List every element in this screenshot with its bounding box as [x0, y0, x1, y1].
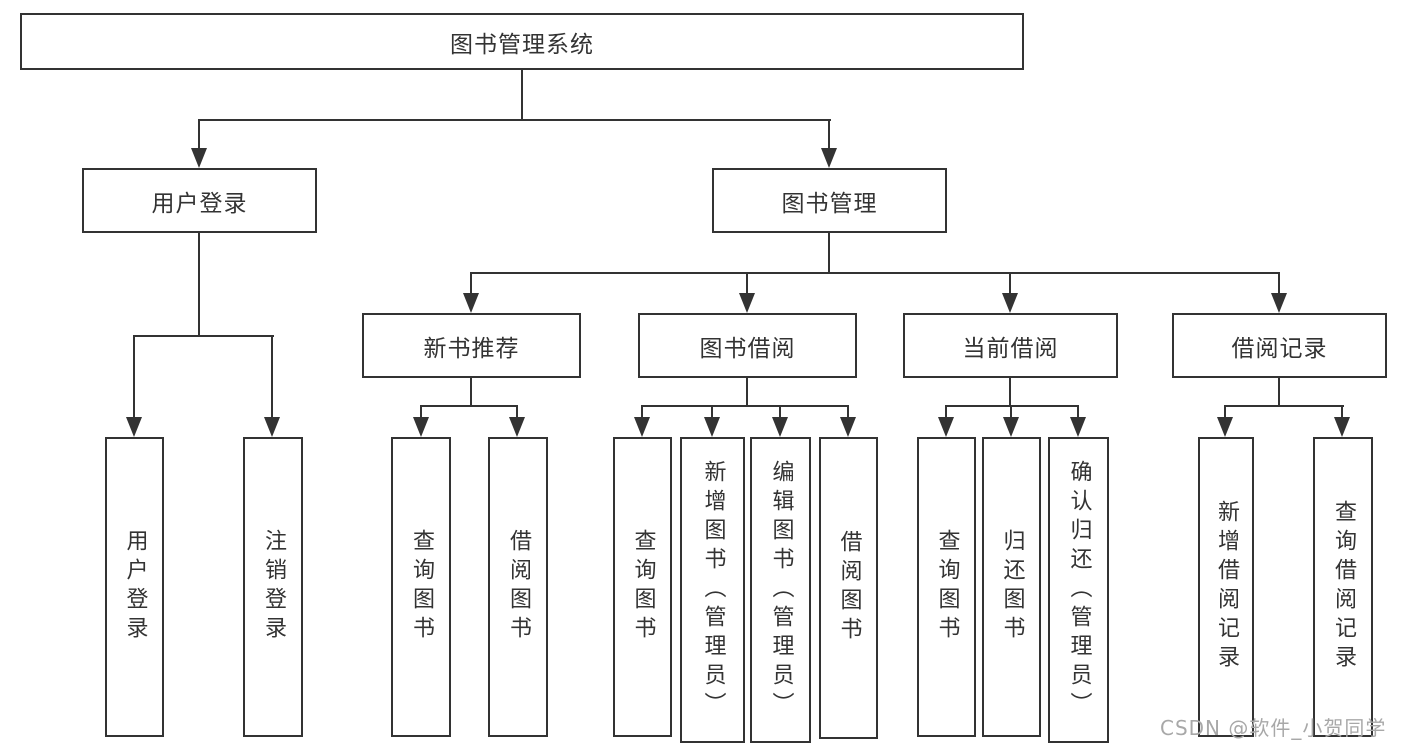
leaf-label: 查询图书 — [934, 529, 960, 645]
leaf-borrow-books-1: 借阅图书 — [488, 437, 548, 737]
leaf-user-login: 用户登录 — [105, 437, 164, 737]
connector-line — [1224, 405, 1344, 407]
connector-line — [1278, 272, 1280, 297]
connector-line — [516, 405, 518, 419]
csdn-watermark: CSDN @软件_小贺同学 — [1160, 716, 1387, 740]
leaf-label: 编辑图书（管理员） — [768, 459, 794, 721]
leaf-label: 查询图书 — [630, 529, 656, 645]
node-book-management: 图书管理 — [712, 168, 947, 233]
connector-line — [1077, 405, 1079, 419]
arrow-down-icon — [1070, 417, 1086, 437]
leaf-label: 用户登录 — [122, 529, 148, 645]
leaf-label: 新增借阅记录 — [1214, 500, 1239, 674]
connector-line — [198, 233, 200, 337]
connector-line — [420, 405, 422, 419]
leaf-label: 注销登录 — [261, 529, 286, 645]
connector-line — [470, 272, 1280, 274]
leaf-edit-books-admin: 编辑图书（管理员） — [750, 437, 811, 743]
leaf-label: 查询图书 — [409, 529, 434, 645]
connector-line — [521, 69, 523, 121]
leaf-add-books-admin: 新增图书（管理员） — [680, 437, 745, 743]
node-label: 图书借阅 — [699, 335, 796, 362]
node-label: 用户登录 — [151, 190, 248, 217]
leaf-label: 借阅图书 — [506, 529, 531, 645]
connector-line — [133, 335, 135, 420]
leaf-borrow-books-2: 借阅图书 — [819, 437, 878, 739]
connector-line — [641, 405, 643, 419]
connector-line — [945, 405, 1079, 407]
connector-line — [1224, 405, 1226, 419]
leaf-label: 新增图书（管理员） — [700, 459, 726, 721]
connector-line — [470, 378, 472, 407]
connector-line — [1009, 272, 1011, 297]
arrow-down-icon — [463, 293, 479, 313]
leaf-query-borrow-record: 查询借阅记录 — [1313, 437, 1373, 737]
connector-line — [1009, 378, 1011, 407]
connector-line — [828, 233, 830, 274]
node-current-borrow: 当前借阅 — [903, 313, 1118, 378]
node-user-login: 用户登录 — [82, 168, 317, 233]
leaf-return-books: 归还图书 — [982, 437, 1041, 737]
arrow-down-icon — [1002, 293, 1018, 313]
node-label: 图书管理 — [781, 190, 878, 217]
leaf-query-books-2: 查询图书 — [613, 437, 672, 737]
node-root-library-system: 图书管理系统 — [20, 13, 1024, 70]
connector-line — [1278, 378, 1280, 407]
leaf-label: 归还图书 — [999, 529, 1025, 645]
leaf-label: 查询借阅记录 — [1331, 500, 1356, 674]
connector-line — [945, 405, 947, 419]
arrow-down-icon — [1271, 293, 1287, 313]
arrow-down-icon — [704, 417, 720, 437]
node-borrow-records: 借阅记录 — [1172, 313, 1387, 378]
connector-line — [198, 119, 200, 150]
leaf-label: 借阅图书 — [836, 530, 862, 646]
connector-line — [420, 405, 518, 407]
arrow-down-icon — [1334, 417, 1350, 437]
leaf-logout: 注销登录 — [243, 437, 303, 737]
connector-line — [1341, 405, 1343, 419]
node-label: 当前借阅 — [962, 335, 1059, 362]
connector-line — [470, 272, 472, 297]
node-label: 借阅记录 — [1231, 335, 1328, 362]
leaf-query-books-3: 查询图书 — [917, 437, 976, 737]
node-label: 图书管理系统 — [450, 31, 594, 58]
connector-line — [711, 405, 713, 419]
arrow-down-icon — [840, 417, 856, 437]
arrow-down-icon — [413, 417, 429, 437]
leaf-label: 确认归还（管理员） — [1066, 459, 1092, 721]
arrow-down-icon — [1217, 417, 1233, 437]
arrow-down-icon — [739, 293, 755, 313]
connector-line — [133, 335, 274, 337]
connector-line — [641, 405, 849, 407]
arrow-down-icon — [191, 148, 207, 168]
leaf-add-borrow-record: 新增借阅记录 — [1198, 437, 1254, 737]
node-book-borrow: 图书借阅 — [638, 313, 857, 378]
arrow-down-icon — [126, 417, 142, 437]
arrow-down-icon — [264, 417, 280, 437]
connector-line — [1010, 405, 1012, 419]
arrow-down-icon — [634, 417, 650, 437]
arrow-down-icon — [1003, 417, 1019, 437]
arrow-down-icon — [938, 417, 954, 437]
leaf-confirm-return-admin: 确认归还（管理员） — [1048, 437, 1109, 743]
connector-line — [847, 405, 849, 419]
connector-line — [746, 378, 748, 407]
arrow-down-icon — [821, 148, 837, 168]
connector-line — [746, 272, 748, 297]
node-label: 新书推荐 — [423, 335, 520, 362]
connector-line — [779, 405, 781, 419]
connector-line — [828, 119, 830, 150]
node-new-book-recommend: 新书推荐 — [362, 313, 581, 378]
connector-line — [271, 335, 273, 420]
connector-line — [198, 119, 831, 121]
arrow-down-icon — [772, 417, 788, 437]
arrow-down-icon — [509, 417, 525, 437]
leaf-query-books-1: 查询图书 — [391, 437, 451, 737]
